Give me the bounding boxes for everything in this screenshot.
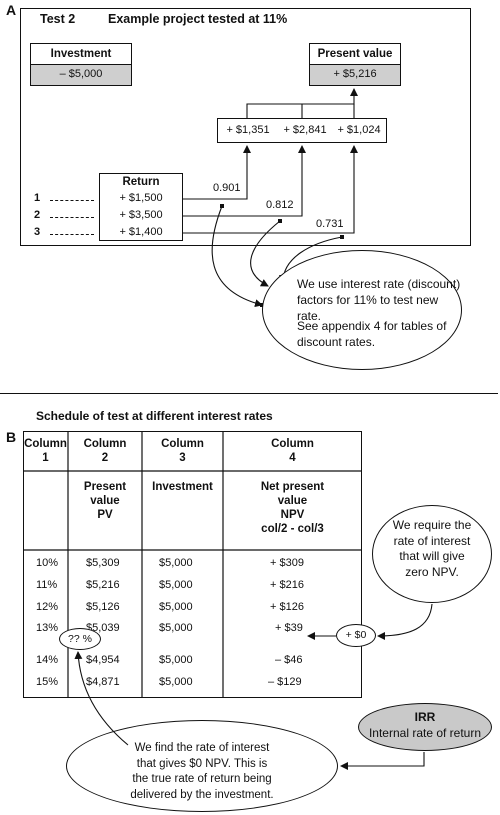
rate-cell: 12% [36,601,59,613]
pv-cell: $5,309 [86,557,120,569]
column-3-subheader: Investment [152,481,213,493]
npv-cell: + $39 [275,622,303,634]
note-line-1: We use interest rate (discount) [297,277,461,291]
true-rate-note: We find the rate of interest that gives … [66,720,338,812]
column-2-subheader: Present value PV [83,481,127,521]
return-row-number-1: 1 [34,192,41,204]
zero-npv-note: We require the rate of interest that wil… [372,505,492,603]
investment-cell: $5,000 [159,601,193,613]
row-2-dash [50,217,94,218]
investment-cell: $5,000 [159,654,193,666]
pv-cell: $4,871 [86,676,120,688]
npv-cell: – $46 [275,654,303,666]
section-a-label: A [6,2,17,18]
npv-cell: – $129 [268,676,302,688]
pv-cell: $5,216 [86,579,120,591]
rate-cell: 11% [36,579,58,591]
investment-header: Investment [30,43,132,65]
rate-cell: 10% [36,557,59,569]
rate-cell: 13% [36,622,59,634]
section-divider [0,393,498,394]
zero-npv-ellipse: + $0 [336,624,376,647]
irr-ellipse: IRR Internal rate of return [358,703,492,751]
return-row-number-3: 3 [34,226,41,238]
investment-cell: $5,000 [159,676,193,688]
investment-value: – $5,000 [30,64,132,86]
row-1-dash [50,200,94,201]
irr-subtitle: Internal rate of return [368,725,482,740]
present-value-value: + $5,216 [309,64,401,86]
note-line-3: See appendix 4 for tables of [297,319,447,333]
pv-cell: $4,954 [86,654,120,666]
present-value-header: Present value [309,43,401,65]
column-4-subheader: Net present value NPV col/2 - col/3 [260,481,325,535]
pv-cell: $5,126 [86,601,120,613]
pv-component-1: + $1,351 [226,124,270,136]
return-value-2: + $3,500 [119,209,163,221]
test-title: Test 2 [40,12,76,26]
return-value-3: + $1,400 [119,226,163,238]
npv-cell: + $126 [270,601,304,613]
schedule-title: Schedule of test at different interest r… [36,409,273,423]
discount-factors-note: We use interest rate (discount) factors … [262,250,462,370]
note-line-4: discount rates. [297,335,376,349]
return-table [99,173,183,241]
irr-title: IRR [414,710,436,724]
section-b-label: B [6,429,17,445]
investment-cell: $5,000 [159,622,193,634]
test-subtitle: Example project tested at 11% [108,12,288,26]
rate-cell: 15% [36,676,59,688]
pv-component-3: + $1,024 [337,124,381,136]
return-header: Return [122,176,160,188]
npv-cell: + $309 [270,557,304,569]
npv-cell: + $216 [270,579,304,591]
return-value-1: + $1,500 [119,192,163,204]
factor-2: 0.812 [266,199,294,211]
return-row-number-2: 2 [34,209,41,221]
row-3-dash [50,234,94,235]
investment-cell: $5,000 [159,557,193,569]
pv-components-box [217,118,387,143]
unknown-rate-ellipse: ?? % [59,628,101,650]
factor-1: 0.901 [213,182,241,194]
factor-3: 0.731 [316,218,344,230]
pv-component-2: + $2,841 [283,124,327,136]
rate-cell: 14% [36,654,59,666]
note-line-2: factors for 11% to test new rate. [297,293,439,323]
investment-cell: $5,000 [159,579,193,591]
schedule-table [23,431,362,698]
